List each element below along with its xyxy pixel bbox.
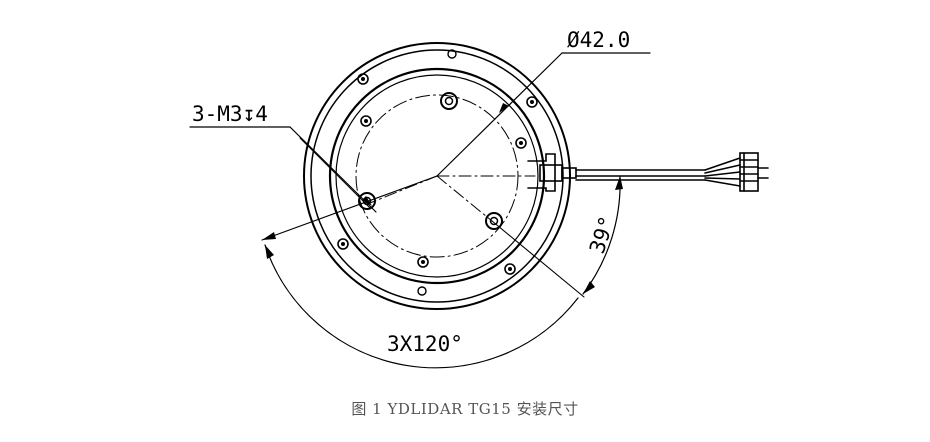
inner-flange-edge <box>335 74 539 278</box>
figure-caption: 图 1 YDLIDAR TG15 安装尺寸 <box>351 400 579 418</box>
angle-arrow-top <box>615 176 623 190</box>
outer-ring <box>303 42 571 310</box>
pattern-label: 3X120° <box>387 332 463 356</box>
angle-39-label: 39° <box>585 213 620 256</box>
cable <box>575 157 741 187</box>
ring-screw <box>504 263 516 275</box>
ring-screw <box>337 238 349 250</box>
pattern-arc <box>264 244 579 369</box>
centerline-to-hole <box>436 175 493 222</box>
angle-arrow-bottom <box>583 281 595 294</box>
rim-mark-bottom <box>417 286 427 296</box>
diameter-leader <box>436 52 563 177</box>
diameter-label: Ø42.0 <box>567 28 630 52</box>
diameter-arrowhead <box>499 103 509 113</box>
screw-leader <box>289 126 377 213</box>
outer-ring-inner-edge <box>310 49 564 303</box>
bolt-pitch-circle <box>355 94 519 258</box>
angle-extension-left <box>261 175 438 241</box>
flange-screw <box>360 115 372 127</box>
screw-leader-second <box>299 137 371 209</box>
flange-screw <box>515 137 527 149</box>
ring-screw <box>357 73 369 85</box>
inner-flange-ring <box>328 67 546 285</box>
connector-plug <box>739 152 769 192</box>
mounting-hole-top <box>440 92 458 110</box>
ring-screw <box>526 96 538 108</box>
mounting-hole-left <box>358 192 376 210</box>
rim-mark-top <box>447 49 457 59</box>
mounting-hole-right <box>485 212 503 230</box>
left-extension-arrow <box>262 232 276 240</box>
cable-exit-boss <box>527 153 577 192</box>
angle-extension-right <box>491 220 585 298</box>
screw-spec-label: 3-M3↧4 <box>192 102 268 126</box>
pattern-arrow-left <box>265 245 274 259</box>
flange-screw <box>417 256 429 268</box>
